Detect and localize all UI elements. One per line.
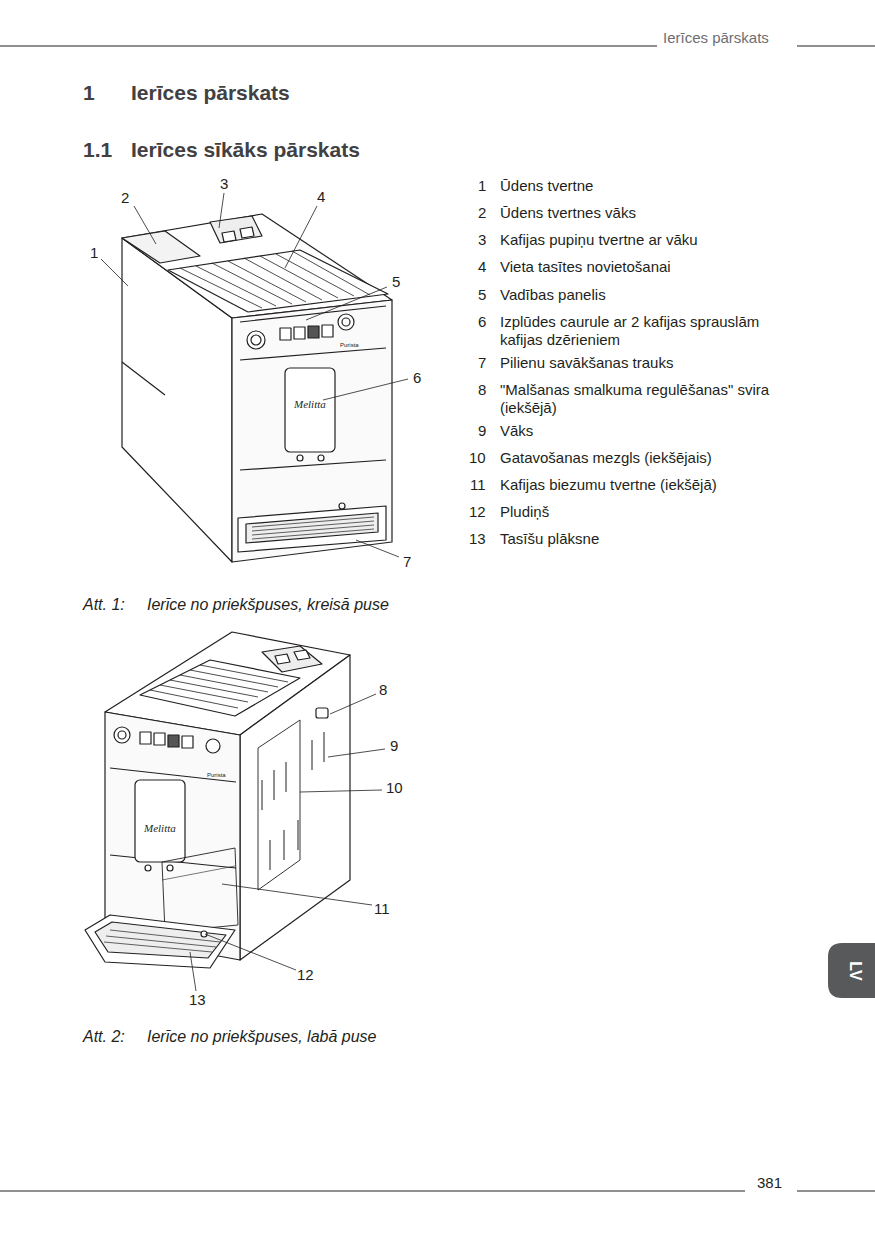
legend-number: 10 <box>469 449 486 467</box>
legend-number: 11 <box>470 476 486 494</box>
machine-right-view <box>85 632 350 968</box>
callout-number: 4 <box>317 188 325 206</box>
callout-number: 5 <box>392 273 400 291</box>
legend-number: 2 <box>478 204 486 222</box>
legend-text: Vieta tasītes novietošanai <box>500 258 800 276</box>
leader-lines <box>101 193 408 557</box>
callout-number: 3 <box>220 175 228 193</box>
model-name: Purista <box>207 771 226 779</box>
legend-text: Vadības panelis <box>500 286 800 304</box>
language-tab-shape <box>828 943 875 998</box>
legend-number: 4 <box>478 258 486 276</box>
callout-number: 12 <box>297 966 314 984</box>
legend-text: Gatavošanas mezgls (iekšējais) <box>500 449 800 467</box>
figure-caption: Ierīce no priekšpuses, labā puse <box>147 1027 376 1047</box>
callout-number: 9 <box>390 737 398 755</box>
model-name: Purista <box>340 341 359 349</box>
brand-logo: Melitta <box>294 398 326 411</box>
legend-text: "Malšanas smalkuma regulēšanas" svira (i… <box>500 381 800 417</box>
callout-number: 8 <box>379 681 387 699</box>
legend-text: Ūdens tvertnes vāks <box>500 204 800 222</box>
legend-text: Kafijas biezumu tvertne (iekšējā) <box>500 476 800 494</box>
section-heading: Ierīces pārskats <box>131 80 290 106</box>
legend-text: Tasīšu plāksne <box>500 530 800 548</box>
section-number: 1 <box>83 80 95 106</box>
legend-number: 13 <box>469 530 486 548</box>
figure-label: Att. 2: <box>83 1027 125 1047</box>
legend-number: 9 <box>478 422 486 440</box>
legend-number: 8 <box>478 381 486 399</box>
callout-number: 1 <box>90 244 98 262</box>
figure-caption: Ierīce no priekšpuses, kreisā puse <box>147 595 389 615</box>
legend-number: 5 <box>478 286 486 304</box>
leader-lines <box>190 694 385 991</box>
language-tab: LV <box>828 943 875 998</box>
callout-number: 13 <box>189 991 206 1009</box>
callout-number: 11 <box>374 900 390 918</box>
brand-logo: Melitta <box>144 822 176 835</box>
machine-left-view <box>122 214 392 562</box>
legend-text: Pludiņš <box>500 503 800 521</box>
legend-number: 1 <box>478 177 486 195</box>
page-number: 381 <box>757 1174 782 1192</box>
language-code: LV <box>846 961 864 980</box>
legend-text: Vāks <box>500 422 800 440</box>
legend-number: 3 <box>478 231 486 249</box>
section-heading: Ierīces sīkāks pārskats <box>131 137 360 163</box>
legend-text: Ūdens tvertne <box>500 177 800 195</box>
callout-number: 2 <box>121 189 129 207</box>
running-header: Ierīces pārskats <box>663 29 769 47</box>
section-number: 1.1 <box>83 137 112 163</box>
callout-number: 6 <box>413 369 421 387</box>
figure-label: Att. 1: <box>83 595 125 615</box>
legend-text: Izplūdes caurule ar 2 kafijas sprauslām … <box>500 313 800 349</box>
legend-text: Pilienu savākšanas trauks <box>500 354 800 372</box>
legend-number: 6 <box>478 313 486 331</box>
callout-number: 7 <box>403 553 411 571</box>
page-rules <box>0 46 875 1191</box>
legend-number: 7 <box>478 354 486 372</box>
callout-number: 10 <box>386 779 403 797</box>
legend-number: 12 <box>469 503 486 521</box>
legend-text: Kafijas pupiņu tvertne ar vāku <box>500 231 800 249</box>
